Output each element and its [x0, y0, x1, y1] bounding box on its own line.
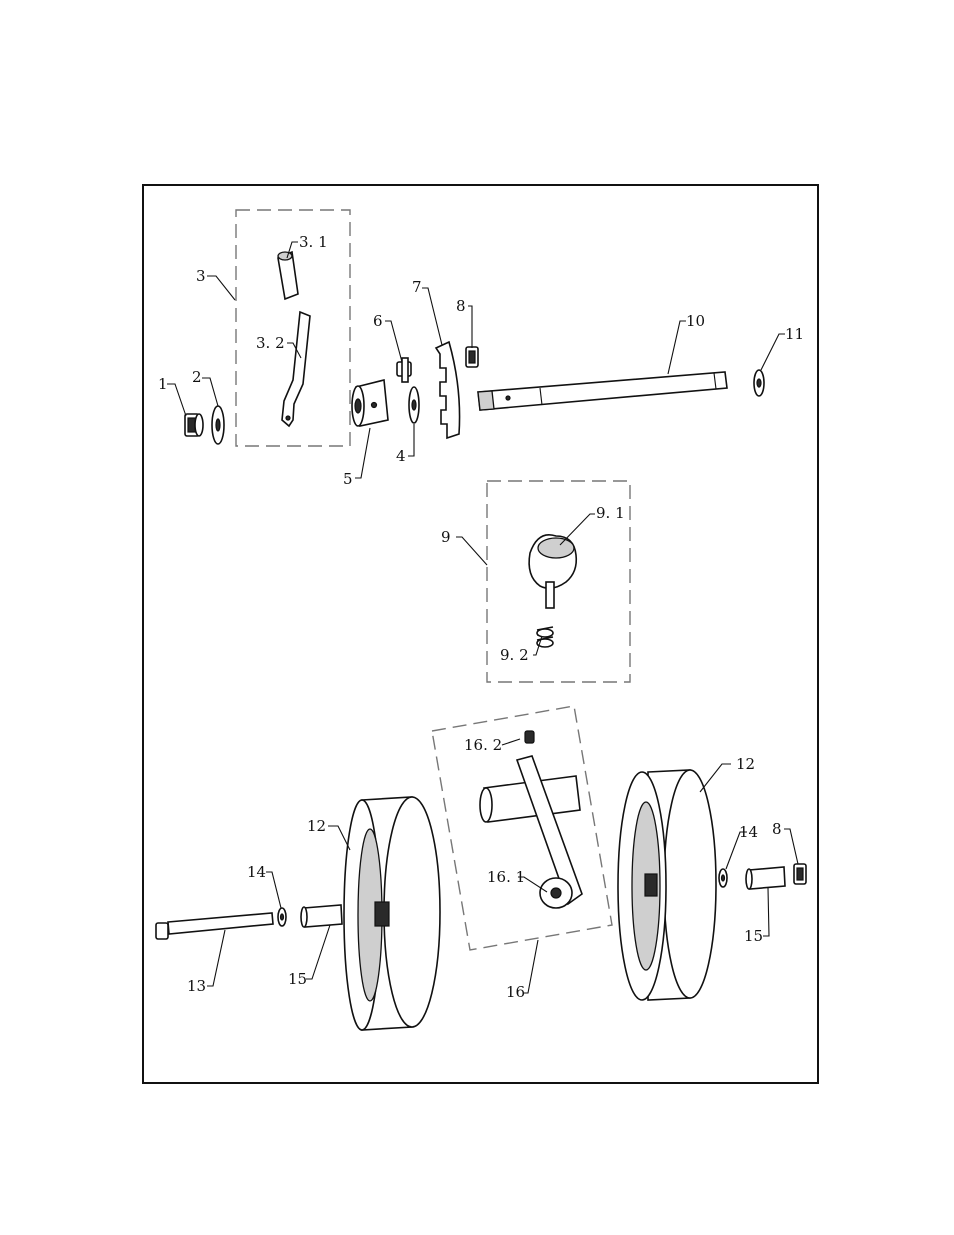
callout-3-2: 3. 2 — [256, 334, 285, 352]
part-8-nut-top — [466, 347, 478, 367]
callout-3-1: 3. 1 — [299, 233, 328, 251]
callout-3: 3 — [196, 267, 206, 285]
part-9-1-knob — [529, 535, 576, 608]
part-14-washer-right — [719, 869, 727, 887]
callout-12-left: 12 — [307, 817, 326, 835]
callout-8-right: 8 — [772, 820, 782, 838]
callout-2: 2 — [192, 368, 202, 386]
callout-14-left: 14 — [247, 863, 266, 881]
callout-14-right: 14 — [739, 823, 758, 841]
part-15-spacer-right — [746, 867, 785, 889]
part-4-washer — [409, 387, 419, 423]
part-6-bolt — [397, 358, 411, 382]
part-16-2-set-screw — [525, 731, 534, 743]
part-3-2-lever — [282, 312, 310, 426]
part-7-notched-plate — [436, 342, 460, 438]
part-12-wheel-left — [344, 797, 440, 1030]
callout-1: 1 — [158, 375, 168, 393]
callout-15-right: 15 — [744, 927, 763, 945]
callout-6: 6 — [373, 312, 383, 330]
callout-8-top: 8 — [456, 297, 466, 315]
part-1-flange-nut — [185, 414, 203, 436]
callout-7: 7 — [412, 278, 422, 296]
part-2-washer — [212, 406, 224, 444]
callout-4: 4 — [396, 447, 406, 465]
part-3-1-grip — [278, 252, 298, 299]
part-11-clip — [754, 370, 764, 396]
group-box-16 — [432, 706, 612, 950]
part-8-nut-right — [794, 864, 806, 884]
part-15-spacer-left — [301, 905, 342, 927]
diagram-border — [143, 185, 818, 1083]
part-10-shaft — [478, 372, 727, 410]
callout-16: 16 — [506, 983, 525, 1001]
callout-5: 5 — [343, 470, 353, 488]
part-5-bushing — [352, 380, 388, 426]
part-13-axle-bolt — [156, 913, 273, 939]
callout-16-2: 16. 2 — [464, 736, 502, 754]
callout-16-1: 16. 1 — [487, 868, 525, 886]
callout-12-right: 12 — [736, 755, 755, 773]
callout-9: 9 — [441, 528, 451, 546]
callout-9-1: 9. 1 — [596, 504, 625, 522]
callout-9-2: 9. 2 — [500, 646, 529, 664]
part-14-washer-left — [278, 908, 286, 926]
callout-11: 11 — [785, 325, 804, 343]
callout-13: 13 — [187, 977, 206, 995]
callout-15-left: 15 — [288, 970, 307, 988]
callout-10: 10 — [686, 312, 705, 330]
part-12-wheel-right — [618, 770, 716, 1000]
